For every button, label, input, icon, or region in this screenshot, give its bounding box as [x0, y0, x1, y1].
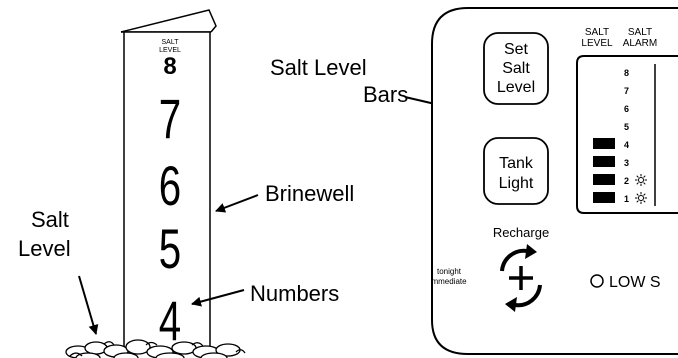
salt-level-bar-3: [593, 156, 615, 167]
sun-burst-icon: [635, 174, 647, 186]
recharge-side-text-2: mmediate: [431, 277, 467, 286]
col-header-salt-alarm-2: ALARM: [623, 38, 657, 49]
brinewell: SALT LEVEL 8 7 6 5 4: [120, 9, 217, 353]
recharge-label: Recharge: [493, 225, 549, 240]
level-number-7: 7: [624, 86, 629, 96]
tank-light-label-line2: Light: [499, 175, 534, 192]
set-salt-level-label-line2: Salt: [502, 60, 530, 77]
callout-salt-level-bars-line1: Salt Level: [270, 55, 367, 80]
level-number-5: 5: [624, 122, 629, 132]
level-number-3: 3: [624, 158, 629, 168]
low-salt-label: LOW S: [609, 274, 661, 291]
level-row-8: 8: [624, 68, 629, 78]
brinewell-number-8: 8: [163, 53, 176, 80]
level-row-7: 7: [624, 86, 629, 96]
level-row-3: 3: [593, 156, 629, 168]
brinewell-header-level: LEVEL: [159, 47, 181, 54]
salt-level-bar-1: [593, 192, 615, 203]
level-row-4: 4: [593, 138, 629, 150]
level-number-4: 4: [624, 140, 629, 150]
circular-arrows-plus-icon: [500, 244, 542, 312]
control-panel: SALT LEVEL SALT ALARM Set Salt Level Tan…: [431, 7, 678, 355]
callout-numbers-arrow: [191, 289, 245, 307]
callout-brinewell-arrow: [215, 194, 259, 213]
salt-level-bar-4: [593, 138, 615, 149]
brinewell-number-7: 7: [159, 89, 181, 151]
tank-light-label-line1: Tank: [499, 155, 534, 172]
set-salt-level-button[interactable]: Set Salt Level: [483, 32, 549, 105]
level-rows: 8 7 6 5 4 3 2 1: [593, 68, 647, 204]
callout-salt-level-bars-line2: Bars: [363, 82, 408, 107]
col-header-salt-level-1: SALT: [585, 27, 609, 38]
recharge-button[interactable]: [500, 244, 542, 312]
level-indicator-box: [576, 55, 678, 214]
salt-level-bar-2: [593, 174, 615, 185]
hollow-circle-indicator-icon: [590, 274, 604, 288]
level-row-5: 5: [624, 122, 629, 132]
level-number-8: 8: [624, 68, 629, 78]
set-salt-level-label-line1: Set: [504, 41, 529, 58]
recharge-side-text-1: tonight: [437, 267, 462, 276]
sun-burst-icon: [635, 192, 647, 204]
level-number-6: 6: [624, 104, 629, 114]
brinewell-number-4: 4: [159, 291, 181, 353]
level-number-1: 1: [624, 194, 629, 204]
callout-salt-line1: Salt: [31, 207, 69, 232]
brinewell-number-5: 5: [159, 219, 181, 281]
callout-numbers: Numbers: [250, 281, 339, 306]
brinewell-header-salt: SALT: [162, 39, 180, 46]
level-row-6: 6: [624, 104, 629, 114]
col-header-salt-alarm-1: SALT: [628, 27, 652, 38]
brinewell-number-6: 6: [159, 156, 181, 218]
col-header-salt-level-2: LEVEL: [581, 38, 613, 49]
callout-brinewell: Brinewell: [265, 181, 354, 206]
salt-pellets: [65, 339, 246, 358]
brinewell-cap: [120, 9, 217, 33]
set-salt-level-label-line3: Level: [497, 79, 535, 96]
level-number-2: 2: [624, 176, 629, 186]
level-row-1: 1: [593, 192, 647, 204]
callout-level-line2: Level: [18, 236, 71, 261]
level-row-2: 2: [593, 174, 647, 186]
tank-light-button[interactable]: Tank Light: [483, 137, 549, 205]
callout-salt-level-arrow: [78, 275, 99, 335]
